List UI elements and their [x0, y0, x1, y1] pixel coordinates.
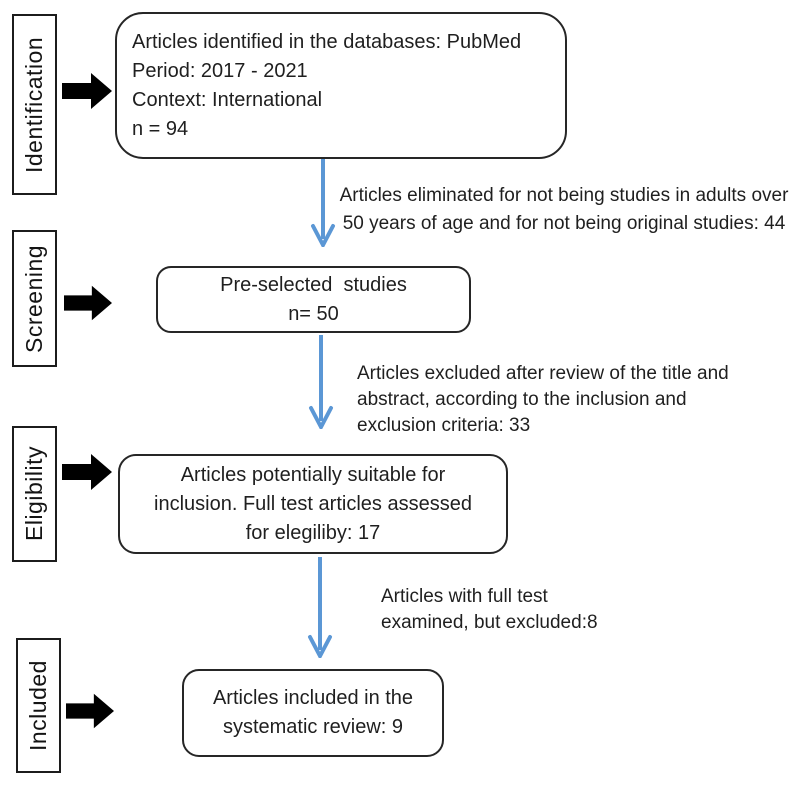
down-arrow-icon: [310, 159, 336, 247]
box-preselected: Pre-selected studies n= 50: [156, 266, 471, 333]
box-eligibility: Articles potentially suitable for inclus…: [118, 454, 508, 554]
down-arrow-icon: [307, 557, 333, 658]
stage-label-included: Included: [16, 638, 61, 773]
stage-right-arrow-icon: [66, 691, 114, 731]
annotation-fulltext-excluded: Articles with full test examined, but ex…: [381, 586, 598, 633]
annotation-excluded-title-abstract: Articles excluded after review of the ti…: [357, 363, 729, 436]
annotation-eliminated: Articles eliminated for not being studie…: [339, 185, 789, 234]
stage-right-arrow-icon: [64, 283, 112, 323]
stage-label-identification: Identification: [12, 14, 57, 195]
stage-right-arrow-icon: [62, 452, 112, 492]
down-arrow-icon: [308, 335, 334, 429]
stage-right-arrow-icon: [62, 71, 112, 111]
box-identification: Articles identified in the databases: Pu…: [115, 12, 567, 159]
stage-label-screening: Screening: [12, 230, 57, 367]
box-included: Articles included in the systematic revi…: [182, 669, 444, 757]
stage-label-eligibility: Eligibility: [12, 426, 57, 562]
